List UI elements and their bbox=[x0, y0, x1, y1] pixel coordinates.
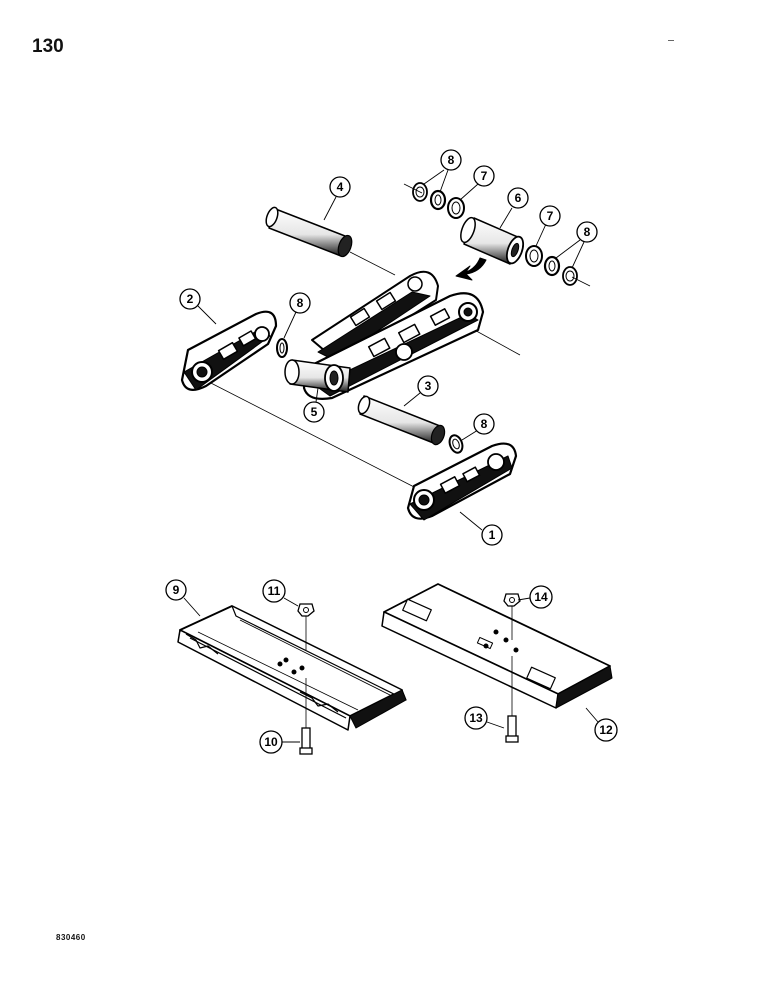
seal-part-8-upper-b bbox=[429, 189, 447, 211]
callout-1: 1 bbox=[459, 511, 503, 546]
svg-text:13: 13 bbox=[469, 711, 483, 725]
figure-code: 830460 bbox=[56, 933, 86, 942]
callout-2: 2 bbox=[179, 288, 217, 325]
link-part-1 bbox=[406, 442, 518, 521]
nut-part-11 bbox=[297, 603, 315, 650]
spacer-part-7-upper bbox=[447, 197, 465, 219]
callout-8-lower: 8 bbox=[461, 413, 495, 441]
callout-4: 4 bbox=[323, 176, 351, 221]
svg-text:5: 5 bbox=[311, 405, 318, 419]
assembly-line bbox=[349, 251, 396, 276]
seal-part-8-left bbox=[276, 338, 288, 358]
link-part-2 bbox=[180, 310, 278, 391]
callout-12: 12 bbox=[585, 707, 618, 742]
callout-7-lower: 7 bbox=[535, 205, 561, 247]
svg-text:6: 6 bbox=[515, 191, 522, 205]
svg-text:7: 7 bbox=[547, 209, 554, 223]
bolt-part-13 bbox=[505, 656, 519, 743]
scan-mark bbox=[668, 40, 674, 41]
assembly-line bbox=[204, 379, 421, 491]
track-shoe-right-part-12 bbox=[381, 583, 613, 709]
pin-part-3 bbox=[357, 395, 446, 446]
svg-text:4: 4 bbox=[337, 180, 344, 194]
svg-text:7: 7 bbox=[481, 169, 488, 183]
bushing-part-6 bbox=[460, 216, 525, 265]
svg-text:8: 8 bbox=[297, 296, 304, 310]
callout-13: 13 bbox=[464, 706, 505, 730]
svg-text:9: 9 bbox=[173, 583, 180, 597]
seal-part-8-right-a bbox=[543, 255, 561, 277]
svg-text:8: 8 bbox=[584, 225, 591, 239]
svg-text:2: 2 bbox=[187, 292, 194, 306]
bushing-part-5 bbox=[284, 359, 351, 393]
svg-text:3: 3 bbox=[425, 379, 432, 393]
nut-part-14 bbox=[503, 593, 521, 640]
seal-part-8-right-b bbox=[562, 266, 578, 286]
svg-text:8: 8 bbox=[448, 153, 455, 167]
callout-8-right: 8 bbox=[555, 221, 598, 269]
svg-text:1: 1 bbox=[489, 528, 496, 542]
svg-text:11: 11 bbox=[268, 584, 281, 598]
seal-part-8-lower bbox=[448, 434, 464, 454]
svg-text:14: 14 bbox=[534, 590, 548, 604]
callout-8-left: 8 bbox=[283, 292, 311, 339]
page-number: 130 bbox=[32, 36, 64, 57]
pin-part-4 bbox=[265, 206, 353, 258]
callout-10: 10 bbox=[259, 730, 300, 754]
assembly-line bbox=[403, 183, 423, 194]
callout-3: 3 bbox=[403, 375, 439, 407]
svg-text:8: 8 bbox=[481, 417, 488, 431]
callout-5: 5 bbox=[303, 387, 325, 423]
callout-9: 9 bbox=[165, 579, 201, 617]
svg-text:10: 10 bbox=[264, 735, 278, 749]
track-chain-assembly bbox=[180, 182, 591, 521]
spacer-part-7-lower bbox=[525, 245, 543, 267]
callout-11: 11 bbox=[262, 579, 299, 607]
callout-6: 6 bbox=[499, 187, 529, 229]
bolt-part-10 bbox=[299, 678, 313, 755]
rear-link-pair bbox=[311, 270, 439, 363]
assembly-line bbox=[571, 276, 591, 287]
track-shoe-left-part-9 bbox=[177, 605, 407, 731]
curved-arrow-icon bbox=[455, 257, 487, 281]
svg-text:12: 12 bbox=[599, 723, 613, 737]
callout-14: 14 bbox=[517, 585, 553, 609]
callout-8-top: 8 bbox=[423, 149, 462, 193]
callout-7-upper: 7 bbox=[459, 165, 495, 201]
